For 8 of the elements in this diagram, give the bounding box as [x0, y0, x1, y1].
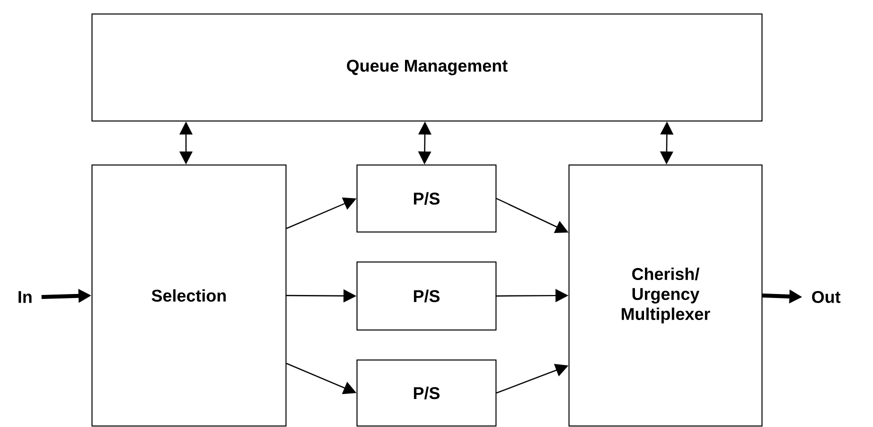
process-box: P/S	[356, 262, 496, 330]
process-box: P/S	[356, 164, 496, 232]
multiplexer-box: Cherish/ Urgency Multiplexer	[568, 164, 762, 426]
io-label: Out	[812, 290, 840, 303]
io-label: In	[18, 291, 32, 303]
process-box: Queue Management	[92, 14, 762, 122]
process-box: P/S	[356, 359, 496, 426]
selection-box: Selection	[92, 164, 286, 426]
